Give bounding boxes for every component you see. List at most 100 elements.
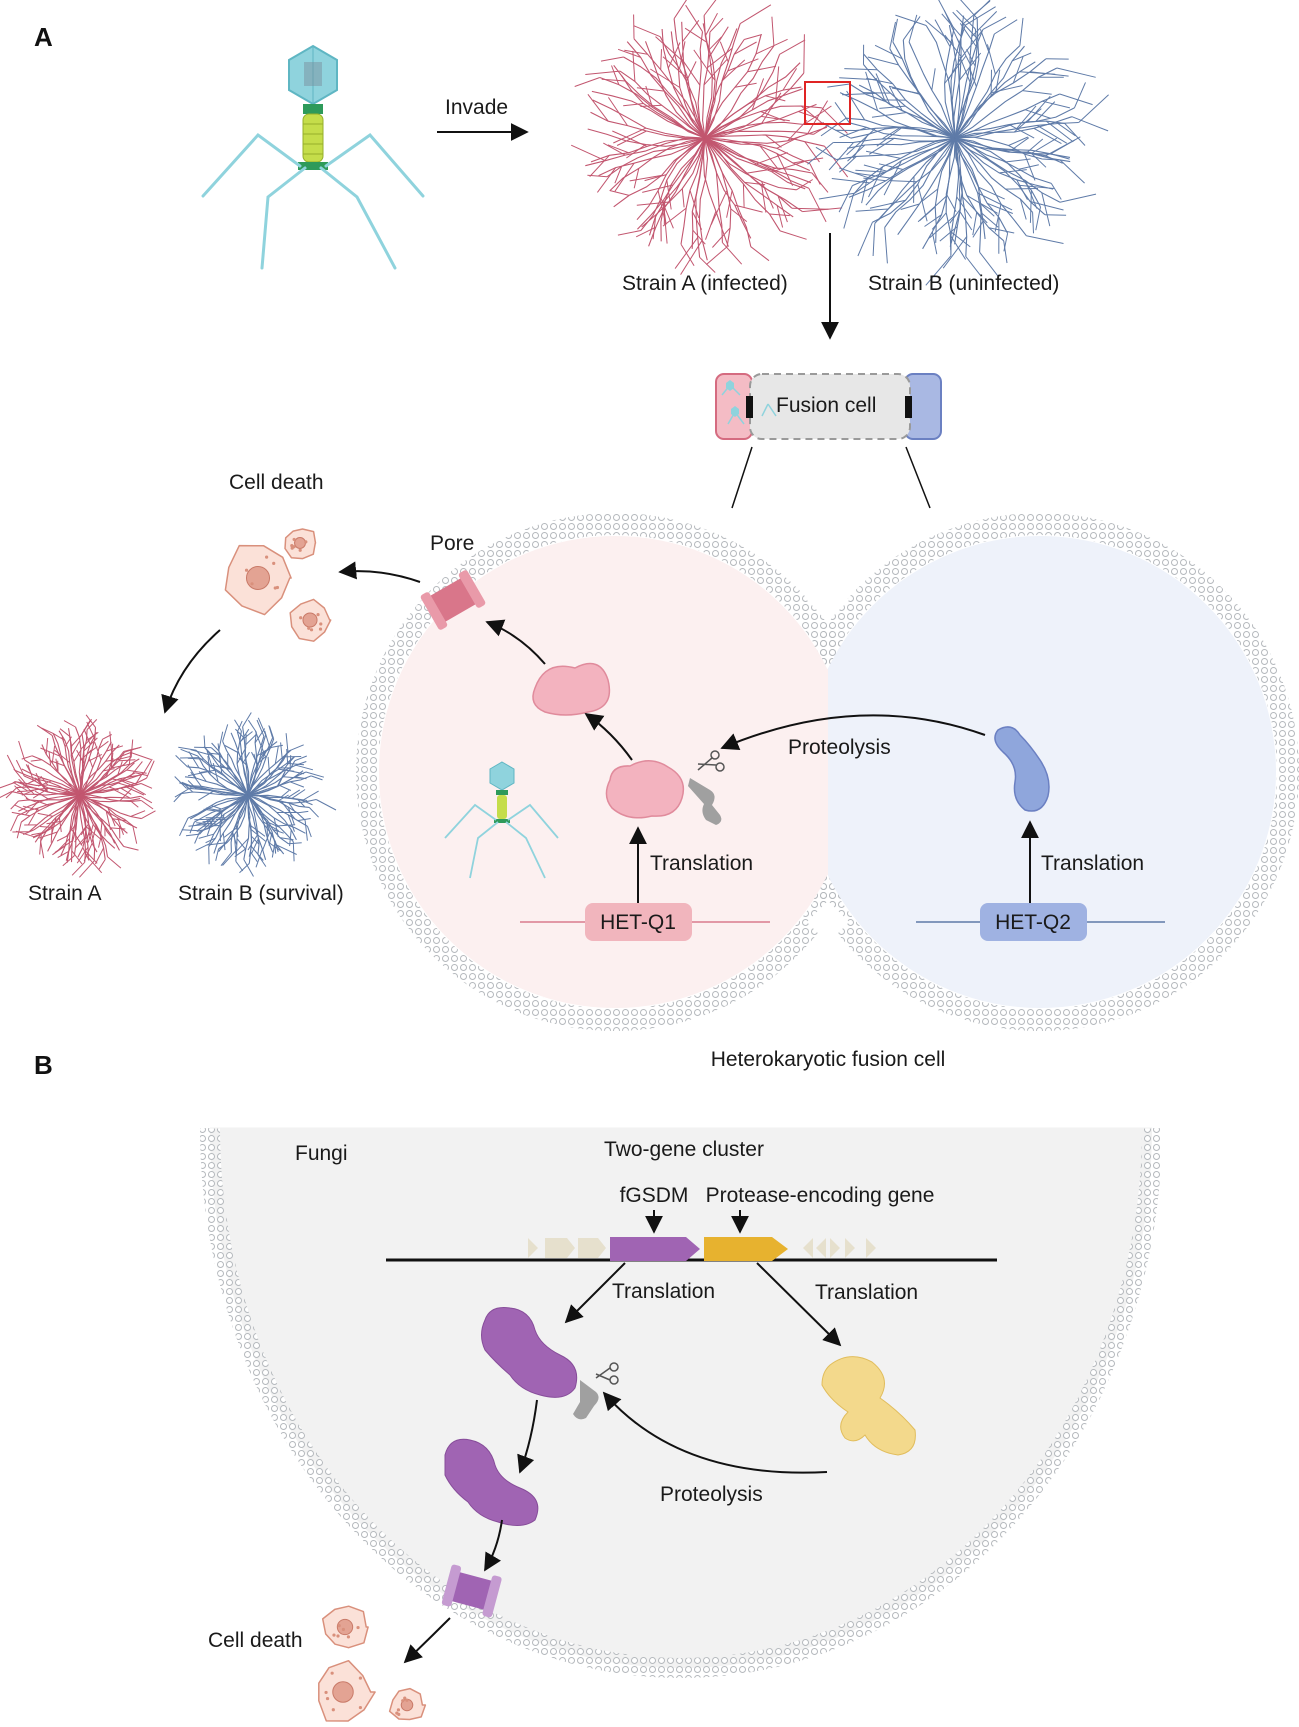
hypha [972,221,984,238]
hypha [900,203,920,210]
debris [401,1699,405,1703]
hypha [704,137,811,172]
hypha [587,128,706,147]
hypha [142,758,153,775]
hypha [59,728,70,737]
hypha [611,65,620,85]
hypha [56,838,70,853]
protease-gene [704,1237,788,1261]
hypha [110,752,114,769]
debris [336,1634,340,1638]
hypha [278,824,296,827]
hypha [79,738,104,796]
hypha [973,0,991,17]
hypha [954,137,968,257]
hypha [704,12,718,37]
hypha [1022,90,1052,95]
hypha [247,794,297,841]
hypha [934,19,951,48]
translation-arrow-left-b [564,1262,626,1324]
hypha [836,137,956,161]
hypha [178,746,197,751]
debris [316,613,320,617]
hypha [79,782,142,796]
translation-label-left-b: Translation [612,1280,715,1303]
hypha [744,181,766,186]
cell-death-label-a: Cell death [229,471,324,494]
hypha [761,181,774,209]
hypha [931,68,936,91]
hypha [188,823,207,827]
hypha [979,251,1000,278]
hypha [640,137,706,231]
hypha [234,719,242,732]
hypha [1008,136,1029,146]
zoom-box [804,81,851,125]
hypha [681,58,701,86]
scissors-icon-b [595,1362,619,1385]
hypha [195,749,249,796]
hypha [285,733,289,752]
hypha [589,154,610,177]
hypha [187,780,197,790]
hypha [48,751,52,766]
hypha [51,760,65,767]
hypha [206,750,213,768]
hypha [691,211,703,230]
hypha [980,212,999,228]
hypha [242,712,252,727]
hypha [70,741,80,757]
hypha [867,56,899,66]
strain-a-colony [570,0,849,275]
hypha [791,207,829,210]
hypha [833,137,956,144]
hypha [120,787,132,795]
hypha [1071,116,1109,132]
hypha [25,797,39,804]
hypha [703,15,713,139]
hypha [704,54,781,139]
hypha [79,794,134,827]
hypha [704,72,805,139]
hypha [697,31,706,139]
hypha [247,794,308,827]
hypha [56,835,69,842]
hypha [1059,93,1093,106]
hypha [63,720,76,728]
cell-death-label-b: Cell death [208,1629,303,1652]
hypha [878,163,904,170]
hypha [633,25,661,38]
hypha [222,724,229,742]
hypha [839,156,857,173]
hypha [719,41,729,63]
dead-cell-nucleus [294,537,306,549]
hypha [204,747,249,796]
hypha [222,832,226,851]
hypha [921,188,939,202]
hypha [954,58,1047,139]
hypha [995,69,1001,94]
hypha [850,126,956,139]
hypha [959,23,978,48]
debris [250,582,254,586]
hypha [247,760,296,796]
hypha [954,45,1025,139]
debris [358,1676,363,1680]
hypha [79,727,97,796]
hypha [603,142,626,156]
debris [325,1696,330,1701]
hypha [247,794,306,821]
hypha [51,745,56,764]
hypha [954,15,975,139]
hypha [257,717,267,736]
hypha [25,764,32,775]
hypha [67,728,81,796]
hypha [87,824,94,843]
debris [319,622,323,626]
hypha [247,751,289,796]
hypha [1050,183,1062,200]
hypha [50,824,53,843]
hypha [813,123,831,135]
hypha [902,16,921,41]
hypha [57,850,70,859]
